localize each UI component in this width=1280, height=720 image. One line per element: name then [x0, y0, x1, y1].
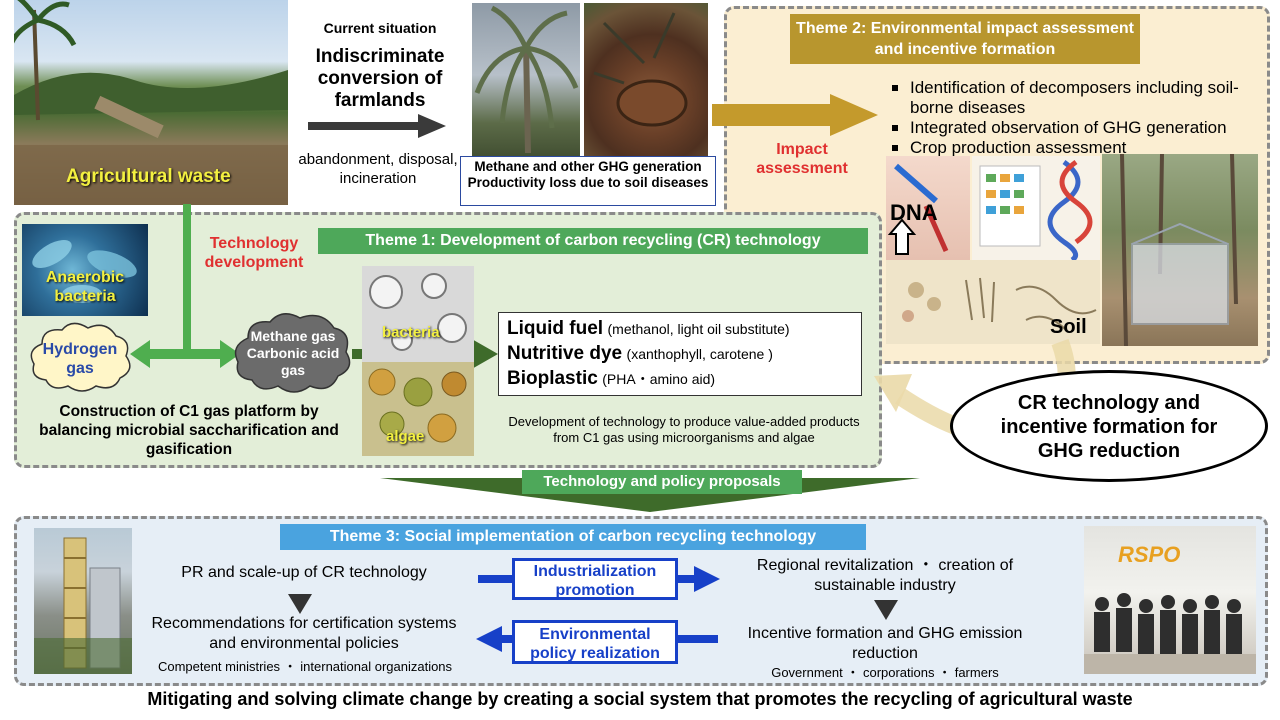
cr-incentive-oval: CR technology and incentive formation fo… [950, 370, 1268, 482]
development-text: Development of technology to produce val… [508, 414, 860, 445]
product-bioplastic-detail: (PHA・amino aid) [602, 371, 716, 387]
methane-cloud [234, 313, 351, 393]
technology-flow-line [183, 204, 191, 356]
regional-revitalization-text: Regional revitalization ・ creation of su… [756, 557, 1014, 594]
product-liquid-fuel-name: Liquid fuel [507, 318, 604, 339]
hydrogen-cloud [30, 322, 131, 392]
c1-platform-text: Construction of C1 gas platform by balan… [39, 403, 339, 458]
dna-label: DNA [890, 200, 938, 225]
bullet-ghg-observation: Integrated observation of GHG generation [888, 118, 1248, 138]
plant-facility-photo [34, 528, 132, 674]
bullet-crop-assessment: Crop production assessment [888, 138, 1248, 158]
incentive-ghg-text: Incentive formation and GHG emission red… [747, 625, 1023, 662]
dna-sampling-photo: DNA [886, 156, 970, 260]
theme2-title: Theme 2: Environmental impact assessment… [790, 14, 1140, 64]
soil-microbes-image: Soil [886, 260, 1100, 344]
impact-assessment-label: Impact assessment [756, 141, 848, 177]
environmental-policy-box: Environmental policy realization [512, 620, 678, 664]
rspo-group-photo: RSPO [1084, 526, 1256, 674]
product-nutritive-dye-detail: (xanthophyll, carotene ) [626, 346, 773, 362]
product-liquid-fuel: Liquid fuel (methanol, light oil substit… [507, 317, 853, 342]
current-situation-label: Current situation [323, 20, 437, 36]
algae-label: algae [386, 428, 425, 445]
recommendations-text: Recommendations for certification system… [151, 615, 457, 652]
products-box: Liquid fuel (methanol, light oil substit… [498, 312, 862, 396]
conversion-arrow [308, 114, 446, 138]
theme1-title: Theme 1: Development of carbon recycling… [318, 228, 868, 254]
product-nutritive-dye: Nutritive dye (xanthophyll, carotene ) [507, 342, 853, 367]
product-bioplastic-name: Bioplastic [507, 368, 598, 389]
government-corporations-text: Government ・ corporations ・ farmers [771, 665, 999, 680]
product-nutritive-dye-name: Nutritive dye [507, 343, 623, 364]
theme2-bullets: Identification of decomposers including … [888, 78, 1248, 158]
technology-development-label: Technology development [204, 235, 304, 271]
theme3-title: Theme 3: Social implementation of carbon… [280, 524, 866, 550]
product-liquid-fuel-detail: (methanol, light oil substitute) [607, 321, 790, 337]
methane-ghg-box: Methane and other GHG generation Product… [460, 156, 716, 206]
conversion-text: Indiscriminate conversion of farmlands [315, 46, 445, 111]
tree-stump-photo [584, 3, 708, 163]
bacteria-micrograph: bacteria [362, 266, 474, 362]
soil-label: Soil [1050, 316, 1087, 338]
industrialization-promotion-box: Industrialization promotion [512, 558, 678, 600]
bacteria-label: bacteria [382, 324, 440, 341]
down-arrow-right [874, 600, 898, 620]
footer-statement: Mitigating and solving climate change by… [147, 689, 1133, 709]
gene-diagram-image [972, 156, 1100, 260]
exchange-double-arrow [130, 340, 240, 368]
abandonment-text: abandonment, disposal, incineration [298, 151, 458, 187]
agricultural-waste-photo: Agricultural waste [14, 0, 288, 205]
palm-tree-photo [472, 3, 580, 163]
methane-carbonic-label: Methane gas Carbonic acid gas [246, 328, 340, 378]
impact-arrow [712, 94, 878, 136]
product-bioplastic: Bioplastic (PHA・amino aid) [507, 367, 853, 392]
ministries-text: Competent ministries ・ international org… [157, 659, 453, 674]
technology-policy-proposals-label: Technology and policy proposals [522, 470, 802, 494]
field-observation-photo [1102, 154, 1258, 346]
agricultural-waste-label: Agricultural waste [66, 166, 231, 187]
algae-micrograph: algae [362, 362, 474, 456]
pr-scaleup-text: PR and scale-up of CR technology [181, 564, 427, 581]
anaerobic-bacteria-image: Anaerobic bacteria [22, 224, 148, 316]
bullet-decomposers: Identification of decomposers including … [888, 78, 1248, 118]
rspo-sign: RSPO [1118, 542, 1181, 567]
anaerobic-bacteria-label: Anaerobic bacteria [45, 269, 125, 305]
down-arrow-left [288, 594, 312, 614]
hydrogen-gas-label: Hydrogen gas [42, 341, 118, 377]
